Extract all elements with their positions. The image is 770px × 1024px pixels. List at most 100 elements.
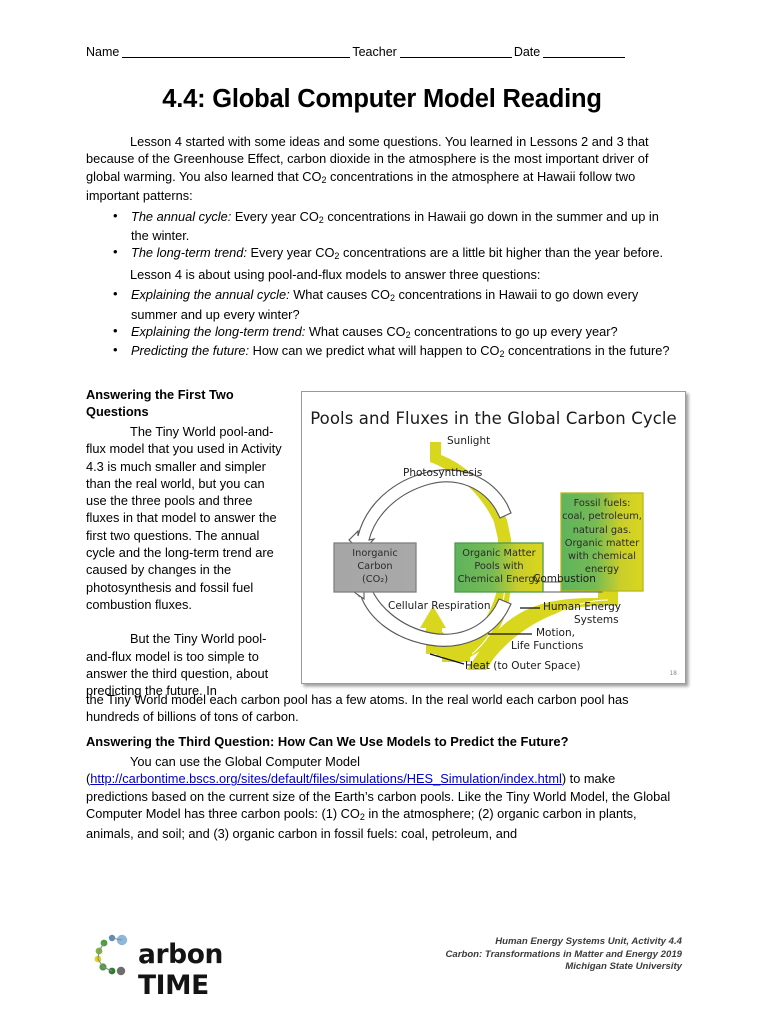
section2-text-b: ) to make predictions based on the curre… [86, 771, 671, 822]
bullet-lead-italic: The long-term trend: [131, 245, 247, 261]
bullet-lead-italic: The annual cycle: [131, 208, 232, 224]
organic-matter-pool-box [454, 542, 544, 593]
footer-line-1: Human Energy Systems Unit, Activity 4.4 [495, 936, 682, 947]
bullet-text-b: concentrations in Hawaii go down in the … [131, 208, 659, 244]
organic-line-2: Pools with [474, 561, 524, 572]
name-blank-line[interactable] [122, 45, 351, 58]
co2-subscript: 2 [334, 251, 340, 262]
combustion-label: Combustion [533, 573, 596, 585]
fossil-line-1: Fossil fuels: [573, 498, 631, 509]
list-item: Predicting the future: How can we predic… [86, 341, 678, 361]
bullet-text-a: Every year CO [246, 245, 335, 261]
list-item: The annual cycle: Every year CO2 concent… [86, 207, 678, 245]
cellular-respiration-label: Cellular Respiration [388, 600, 491, 612]
name-label: Name [86, 45, 120, 59]
bullet-text-a: How can we predict what will happen to C… [249, 343, 500, 359]
organic-line-3: Chemical Energy [457, 574, 541, 585]
section2-paragraph: You can use the Global Computer Model (h… [86, 753, 678, 842]
list-item: Explaining the annual cycle: What causes… [86, 285, 678, 323]
bullet-text-b: concentrations are a little bit higher t… [339, 245, 664, 261]
section1-wrap-text: the Tiny World model each carbon pool ha… [86, 691, 678, 726]
fossil-fuels-pool-box [560, 492, 644, 592]
inorganic-carbon-pool-box [333, 542, 417, 593]
human-energy-label-line2: Systems [574, 614, 619, 626]
inorganic-line-2: Carbon [357, 561, 393, 572]
footer-credits: Human Energy Systems Unit, Activity 4.4 … [445, 936, 682, 974]
co2-subscript: 2 [389, 293, 395, 304]
inorganic-line-3: (CO₂) [361, 574, 389, 585]
carbon-molecule-c-icon [94, 934, 128, 976]
organic-matter-box-text: Organic Matter Pools with Chemical Energ… [453, 547, 545, 586]
heat-arrow-head [420, 606, 446, 628]
bullet-text-a: Every year CO [231, 208, 319, 224]
date-label: Date [513, 45, 541, 59]
bullet-text-b: concentrations to go up every year? [410, 324, 618, 340]
page-title: 4.4: Global Computer Model Reading [162, 85, 602, 113]
footer-line-2: Carbon: Transformations in Matter and En… [445, 948, 682, 960]
section2-body: You can use the Global Computer Model (h… [86, 753, 678, 842]
sunlight-label: Sunlight [447, 435, 491, 447]
carbon-cycle-figure: Pools and Fluxes in the Global Carbon Cy… [301, 391, 686, 684]
logo-atom-gray [116, 966, 126, 976]
life-functions-label: Life Functions [511, 640, 584, 652]
questions-bullet-list: Explaining the annual cycle: What causes… [86, 285, 678, 362]
intro-paragraph-1: Lesson 4 started with some ideas and som… [86, 133, 678, 205]
fossil-line-2: coal, petroleum, [562, 511, 642, 523]
heat-label: Heat (to Outer Space) [465, 660, 581, 672]
logo-bond-line-top [111, 937, 123, 941]
inorganic-line-1: Inorganic [352, 548, 398, 559]
section2-text-a: You can use the Global Computer Model ( [86, 754, 361, 787]
human-energy-label-line1: Human Energy [543, 601, 621, 613]
bullet-text-b: concentrations in Hawaii to go down ever… [131, 287, 639, 322]
list-item: The long-term trend: Every year CO2 conc… [86, 243, 678, 263]
left-text-column: The Tiny World pool-and-flux model that … [86, 423, 286, 699]
fossil-fuels-box-text: Fossil fuels: coal, petroleum, natural g… [560, 497, 644, 577]
section1-paragraph-1: The Tiny World pool-and-flux model that … [86, 424, 282, 612]
co2-subscript: 2 [499, 349, 505, 360]
section1-paragraph-2-wrap: the Tiny World model each carbon pool ha… [86, 692, 629, 725]
bullet-lead-italic: Predicting the future: [131, 343, 250, 359]
slide-number: 18 [669, 670, 677, 677]
organic-line-1: Organic Matter [462, 548, 536, 559]
logo-bond-lines [97, 942, 113, 972]
section1-paragraph-2: But the Tiny World pool-and-flux model i… [86, 631, 269, 699]
co2-subscript: 2 [321, 174, 327, 185]
teacher-blank-line[interactable] [399, 45, 512, 58]
heat-arrow-base [442, 646, 470, 662]
bullet-text-a: What causes CO [289, 287, 390, 303]
logo-wordmark: arbon TIME [138, 939, 223, 1001]
intro-p1-part-a: Lesson 4 started with some ideas and som… [86, 134, 649, 184]
section-heading-third-question: Answering the Third Question: How Can We… [86, 734, 569, 749]
footer-line-3: Michigan State University [565, 961, 682, 973]
carbon-cycle-diagram [333, 442, 644, 670]
motion-label: Motion, [536, 627, 575, 639]
photosynthesis-label: Photosynthesis [403, 467, 483, 479]
co2-subscript: 2 [405, 330, 411, 341]
combustion-ribbon-divider [497, 599, 609, 665]
fossil-line-4: Organic matter [564, 537, 640, 549]
bullet-lead-italic: Explaining the long-term trend: [131, 324, 306, 340]
carbon-time-logo: arbon TIME [90, 930, 265, 1001]
student-info-line: Name Teacher Date [86, 45, 678, 59]
section-heading-first-two: Answering the First Two Questions [86, 387, 234, 419]
date-blank-line[interactable] [543, 45, 626, 58]
photosynthesis-flux-arrow [348, 469, 512, 553]
heat-leader-line [429, 653, 465, 665]
co2-subscript: 2 [359, 812, 365, 823]
section2-text-c: in the atmosphere; (2) organic carbon in… [86, 806, 637, 841]
sunlight-energy-arrow [430, 442, 511, 539]
bullet-text-b: concentrations in the future? [504, 343, 670, 359]
cellular-respiration-flux-arrow [349, 575, 512, 647]
patterns-bullet-list: The annual cycle: Every year CO2 concent… [86, 207, 678, 264]
co2-subscript: 2 [318, 214, 324, 225]
fossil-line-5: with chemical [568, 551, 636, 563]
teacher-label: Teacher [352, 45, 397, 59]
intro-paragraph-2: Lesson 4 is about using pool-and-flux mo… [130, 266, 541, 282]
figure-title: Pools and Fluxes in the Global Carbon Cy… [310, 409, 677, 428]
intro-p1-part-b: concentrations in the atmosphere at Hawa… [86, 168, 636, 204]
simulation-link[interactable]: http://carbontime.bscs.org/sites/default… [90, 771, 562, 787]
bullet-text-a: What causes CO [305, 324, 406, 340]
list-item: Explaining the long-term trend: What cau… [86, 322, 678, 342]
intro-section: Lesson 4 started with some ideas and som… [86, 133, 678, 362]
